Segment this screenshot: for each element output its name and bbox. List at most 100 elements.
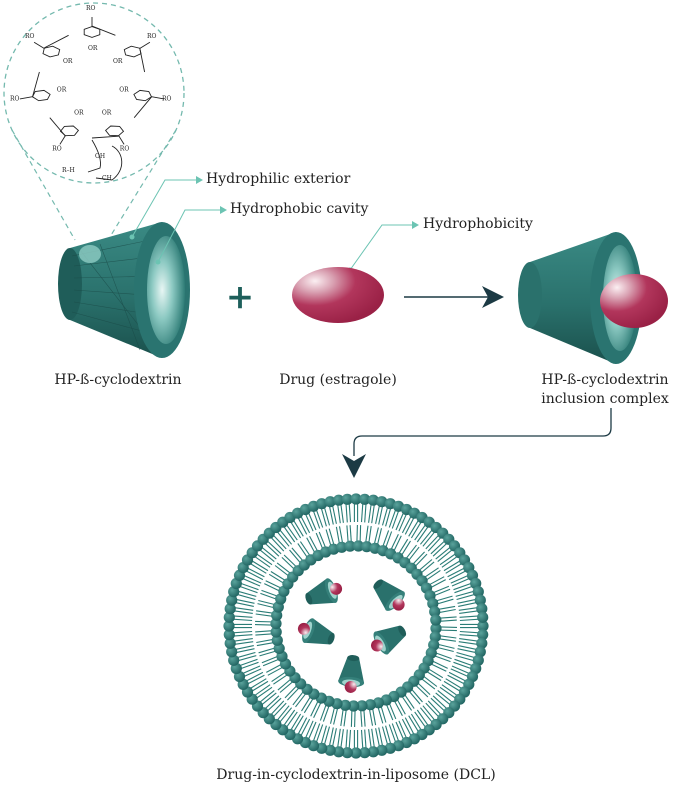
ro-label: RO bbox=[86, 5, 96, 12]
zoom-line-right bbox=[107, 129, 177, 241]
lipid-head bbox=[477, 629, 489, 641]
glucose-unit bbox=[59, 125, 80, 137]
ro-label: RO bbox=[162, 96, 172, 103]
glucose-unit bbox=[42, 45, 61, 58]
lipid-head bbox=[359, 747, 371, 759]
lipid-heads bbox=[223, 493, 489, 759]
liposome-bg bbox=[221, 491, 491, 761]
lipid-head bbox=[341, 493, 353, 505]
ro-label: RO bbox=[10, 96, 20, 103]
lipid-head bbox=[348, 700, 360, 712]
cone-cavity bbox=[147, 236, 185, 344]
lipid-head bbox=[364, 699, 376, 711]
leader-lines bbox=[131, 179, 412, 271]
lipid-head bbox=[271, 609, 283, 621]
lipid-head bbox=[367, 494, 379, 506]
lipid-head bbox=[350, 493, 362, 505]
lipid-head bbox=[376, 496, 388, 508]
inner-complexes bbox=[297, 578, 407, 693]
lipid-head bbox=[350, 747, 362, 759]
label-hydrophilic-exterior: Hydrophilic exterior bbox=[206, 171, 351, 187]
leader-hydrophobic-cavity bbox=[157, 209, 220, 263]
complex-narrow-end bbox=[518, 262, 542, 328]
label-hydrophobicity: Hydrophobicity bbox=[423, 216, 533, 232]
leader-hydrophobicity bbox=[349, 224, 412, 271]
lipid-head bbox=[333, 494, 345, 506]
lipid-head bbox=[359, 493, 371, 505]
rh-label: R–H bbox=[62, 167, 75, 174]
lipid-head bbox=[477, 620, 489, 632]
mini-inclusion-complex bbox=[305, 578, 343, 605]
lipid-head bbox=[474, 646, 486, 658]
mini-inclusion-complex bbox=[297, 618, 335, 645]
connector-line bbox=[353, 408, 612, 456]
lipid-head bbox=[477, 611, 489, 623]
lipid-head bbox=[228, 654, 240, 666]
lipid-head bbox=[429, 631, 441, 643]
lipid-head bbox=[226, 594, 238, 606]
ro-label: RO bbox=[52, 146, 62, 153]
or-label: OR bbox=[102, 110, 112, 117]
or-label: OR bbox=[113, 58, 123, 65]
label-cyclodextrin: HP-ß-cyclodextrin bbox=[54, 372, 182, 388]
lipid-head bbox=[474, 594, 486, 606]
or-label: OR bbox=[74, 110, 84, 117]
lipid-head bbox=[476, 603, 488, 615]
label-complex-line1: HP-ß-cyclodextrin bbox=[541, 372, 669, 388]
reaction-arrow-head bbox=[482, 286, 504, 308]
lipid-head bbox=[333, 746, 345, 758]
lipid-head bbox=[367, 746, 379, 758]
or-label: OR bbox=[88, 45, 98, 52]
zoom-line-left bbox=[11, 129, 76, 241]
lipid-head bbox=[224, 603, 236, 615]
lipid-head bbox=[341, 747, 353, 759]
zoom-spot bbox=[79, 245, 101, 263]
lipid-head bbox=[223, 611, 235, 623]
lipid-head bbox=[270, 618, 282, 630]
lipid-head bbox=[224, 637, 236, 649]
lipid-head bbox=[356, 700, 368, 712]
lipid-head bbox=[376, 744, 388, 756]
lipid-head bbox=[271, 634, 283, 646]
lipid-head bbox=[344, 540, 356, 552]
label-drug: Drug (estragole) bbox=[279, 372, 397, 388]
ro-label: RO bbox=[120, 146, 130, 153]
lipid-head bbox=[226, 646, 238, 658]
mini-inclusion-complex bbox=[373, 579, 405, 611]
or-label: OR bbox=[119, 87, 129, 94]
cyclodextrin-cone bbox=[58, 222, 190, 358]
glucose-ring-labels: RO OR RO OR RO OR RO OR RO OR RO OR RO OR bbox=[10, 5, 172, 153]
lipid-head bbox=[384, 742, 396, 754]
or-label: OR bbox=[57, 87, 67, 94]
oh-label: OH bbox=[95, 153, 105, 160]
connector-arrowhead bbox=[342, 454, 366, 478]
lipid-head bbox=[324, 496, 336, 508]
cone-narrow-end bbox=[58, 248, 82, 320]
ro-label: RO bbox=[25, 33, 35, 40]
lipid-head bbox=[430, 622, 442, 635]
inclusion-complex bbox=[518, 232, 668, 364]
structure-zoom: RO OR RO OR RO OR RO OR RO OR RO OR RO OR R–H OH CH bbox=[3, 2, 185, 241]
lipid-head bbox=[324, 744, 336, 756]
glucose-unit bbox=[133, 89, 153, 102]
lipid-head bbox=[223, 629, 235, 641]
lipid-head bbox=[476, 637, 488, 649]
leader-hydrophilic bbox=[131, 179, 196, 238]
or-label: OR bbox=[63, 58, 73, 65]
lipid-head bbox=[336, 541, 348, 553]
ch-label: CH bbox=[102, 175, 112, 182]
leader-arrowheads bbox=[196, 176, 419, 229]
glucose-ring bbox=[19, 17, 165, 145]
ro-label: RO bbox=[147, 33, 157, 40]
glucose-unit bbox=[104, 125, 125, 137]
liposome bbox=[221, 491, 491, 761]
mini-inclusion-complex bbox=[371, 625, 407, 655]
label-dcl: Drug-in-cyclodextrin-in-liposome (DCL) bbox=[216, 767, 496, 783]
glucose-unit bbox=[31, 89, 51, 102]
lipid-head bbox=[223, 620, 235, 632]
lipid-head bbox=[361, 541, 373, 553]
lipid-head bbox=[429, 606, 441, 618]
lipid-head bbox=[430, 614, 442, 626]
lipid-head bbox=[352, 540, 364, 552]
